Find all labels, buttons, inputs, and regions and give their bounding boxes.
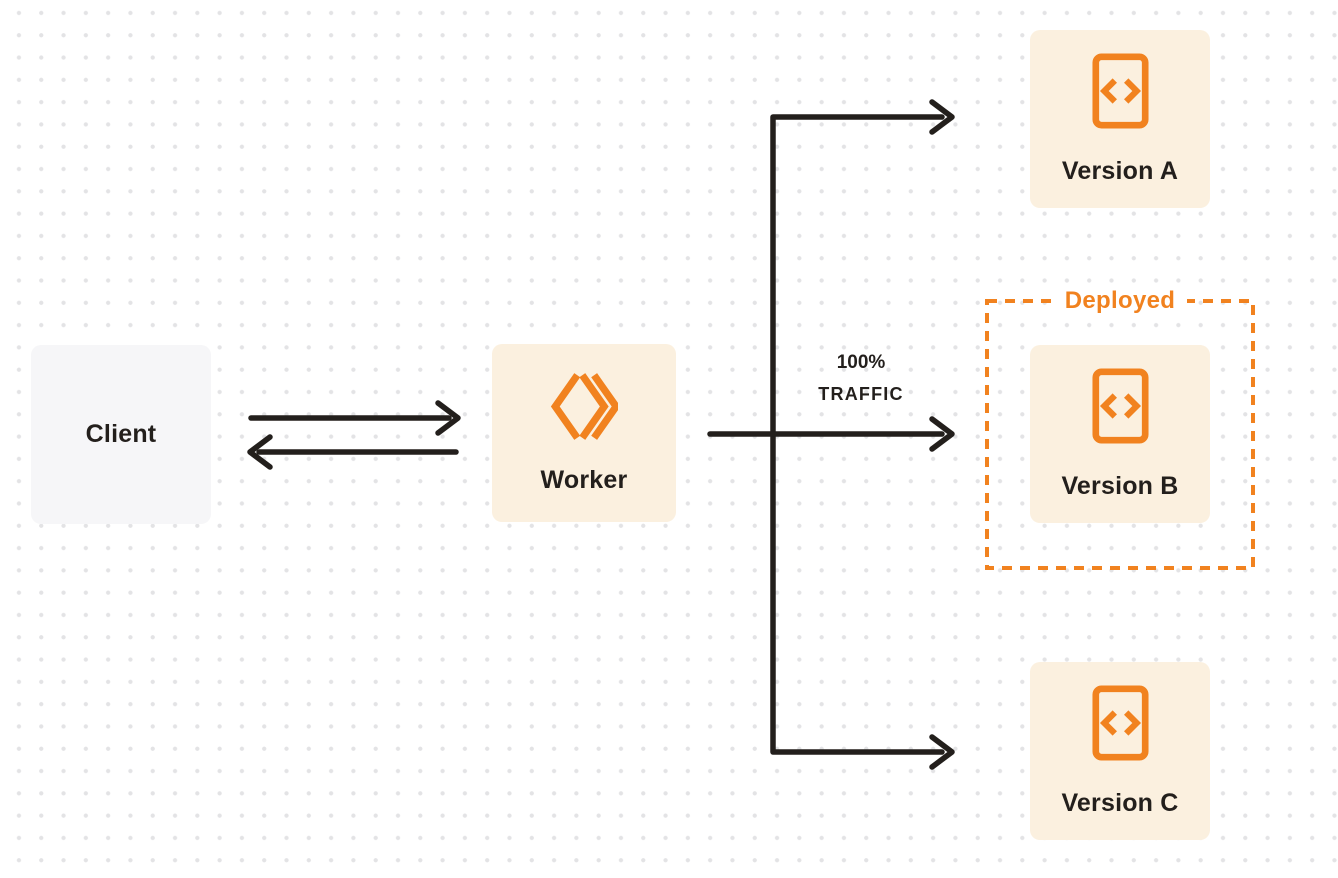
version-a-node: Version A — [1030, 30, 1210, 208]
traffic-word-text: TRAFFIC — [818, 384, 904, 404]
code-file-icon — [1091, 52, 1149, 129]
version-b-label: Version B — [1061, 471, 1179, 500]
client-node: Client — [31, 345, 211, 524]
version-c-label: Version C — [1061, 788, 1179, 817]
code-file-icon — [1091, 367, 1149, 444]
arrowhead-worker-to-client-icon — [247, 434, 273, 470]
arrowhead-version-c-icon — [929, 734, 955, 770]
version-b-node: Version B — [1030, 345, 1210, 523]
arrowhead-client-to-worker-icon — [435, 400, 461, 436]
worker-node: Worker — [492, 344, 676, 522]
traffic-percent-text: 100% — [836, 352, 886, 373]
workers-logo-icon — [550, 373, 618, 440]
version-c-node: Version C — [1030, 662, 1210, 840]
arrowhead-version-b-icon — [929, 416, 955, 452]
version-a-label: Version A — [1061, 156, 1179, 185]
arrowhead-version-a-icon — [929, 99, 955, 135]
client-label: Client — [85, 420, 157, 448]
traffic-annotation: 100% TRAFFIC — [791, 348, 931, 410]
worker-label: Worker — [540, 466, 628, 494]
code-file-icon — [1091, 684, 1149, 761]
